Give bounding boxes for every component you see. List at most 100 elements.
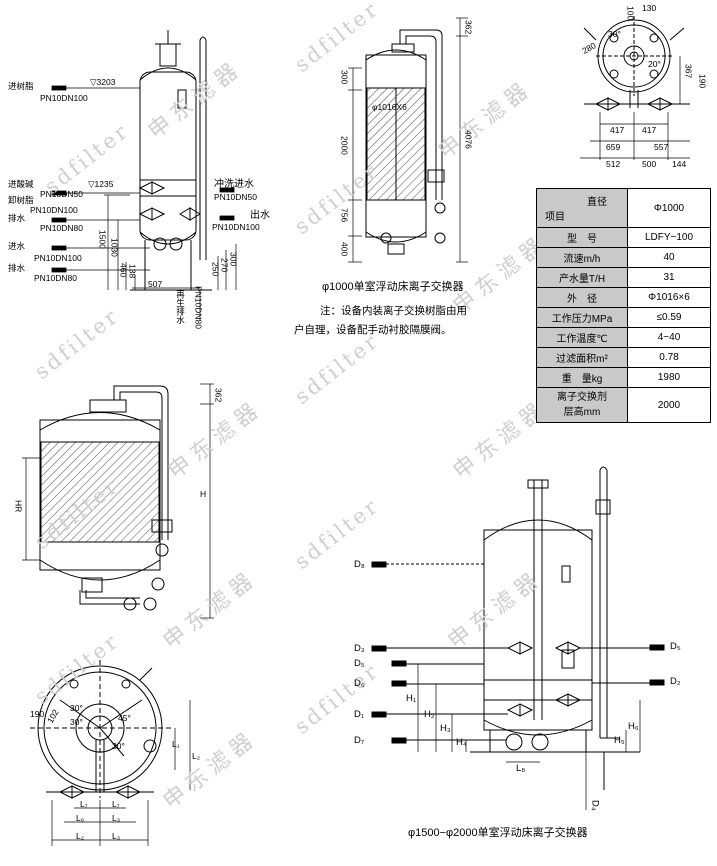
spec-key-last: 离子交换剂 层高mm xyxy=(536,387,628,423)
d2-shell xyxy=(365,54,427,238)
spec-key: 外 径 xyxy=(536,287,628,308)
d2-note-line2: 户自理，设备配手动衬胶隔膜阀。 xyxy=(294,324,452,336)
d5-dim: L₃ xyxy=(112,813,121,823)
d2-dim-lines xyxy=(348,17,468,263)
d4-bottom-head xyxy=(39,559,161,581)
d6-label: H₅ xyxy=(614,735,625,746)
spec-header-bottom: 项目 xyxy=(545,212,565,223)
d6-label: D₅ xyxy=(354,658,365,669)
d2-dim: 362 xyxy=(463,20,474,35)
d1-dim: 1500 xyxy=(97,230,108,249)
d6-caption: φ1500−φ2000单室浮动床离子交换器 xyxy=(408,827,588,839)
d1-dim: 250 xyxy=(210,262,221,277)
d2-bottom-head xyxy=(365,231,427,243)
d4-shell xyxy=(39,419,161,571)
d1-label-level-mid: ▽1235 xyxy=(88,179,114,189)
spec-key: 工作压力MPa xyxy=(536,307,628,328)
d1-label-level-top: ▽3203 xyxy=(90,77,116,87)
d5-dim: L₆ xyxy=(76,813,85,823)
d1-label-in-spec: PN10DN100 xyxy=(34,253,82,263)
spec-header-cell: 直径 项目 xyxy=(536,188,628,228)
spec-key: 产水量T/H xyxy=(536,267,628,288)
d2-note-line1: 注：设备内装离子交换树脂由用 xyxy=(320,305,467,317)
d6-pipe-markers xyxy=(371,561,665,744)
d5-angle: 30° xyxy=(112,741,125,751)
d6-label: H₃ xyxy=(440,723,451,734)
d6-label: D₆ xyxy=(354,678,365,689)
d3-angle: 20° xyxy=(648,59,661,69)
spec-value: Φ1016×6 xyxy=(627,287,711,308)
d4-dim-h: H xyxy=(200,489,207,499)
d3-dim: 557 xyxy=(654,142,669,152)
d6-valves xyxy=(505,641,582,751)
d3-dim: 130 xyxy=(642,3,657,13)
d1-dim: 507 xyxy=(148,279,163,289)
d6-bottom-head xyxy=(483,719,593,736)
d3-dim: 512 xyxy=(606,159,621,169)
d2-dim: 2000 xyxy=(339,136,350,155)
d1-label-water-out: 出水 xyxy=(250,210,270,221)
d6-label: H₁ xyxy=(406,693,417,704)
d6-label: D₅ xyxy=(670,641,681,652)
d5-dim: L₇ xyxy=(112,799,120,809)
spec-header-top: 直径 xyxy=(587,197,607,208)
d6-sight-glass xyxy=(561,565,571,583)
drawing-5-plan-view xyxy=(30,660,191,846)
spec-value: 31 xyxy=(627,267,711,288)
d3-dim: 190 xyxy=(697,74,708,89)
d1-label-drain: 排水 xyxy=(8,213,26,223)
d3-dim: 659 xyxy=(606,142,621,152)
d1-label-flush-in: 冲洗进水 xyxy=(214,179,254,190)
d1-label-spec-dn80: PN10DN80 xyxy=(40,223,83,233)
d2-shell-size: φ1016X6 xyxy=(372,102,407,112)
d1-label-water-in: 进水 xyxy=(8,241,26,251)
spec-value: 2000 xyxy=(627,387,711,423)
spec-key-last-line1: 离子交换剂 xyxy=(557,392,607,403)
drawing-2-floating-bed xyxy=(348,17,468,263)
d1-label-regen-spec: PN10DN80 xyxy=(193,286,204,329)
drawing-3-plan-view xyxy=(580,16,690,160)
d6-label: D₁ xyxy=(354,709,365,720)
d1-shell xyxy=(139,71,197,241)
d5-dim: 190 xyxy=(30,709,45,719)
drawing-4-general-elevation xyxy=(22,383,214,619)
d2-caption: φ1000单室浮动床离子交换器 xyxy=(322,281,464,293)
d1-dim-lines xyxy=(104,194,237,320)
d3-dim: 367 xyxy=(683,64,694,79)
d1-label-spec-dn50: PN10DN50 xyxy=(40,189,83,199)
d2-dim: 300 xyxy=(339,70,350,85)
d5-dim: L₁ xyxy=(172,739,180,749)
d3-angle: 30° xyxy=(608,29,621,39)
d4-dim-hr: HR xyxy=(13,500,24,513)
spec-value: 0.78 xyxy=(627,347,711,368)
spec-key: 过滤面积m² xyxy=(536,347,628,368)
d5-dim-lines xyxy=(51,700,191,846)
d3-dim: 144 xyxy=(672,159,687,169)
d5-dim: L₃ xyxy=(112,831,121,841)
d1-label-acid-alkali-in: 进酸碱 xyxy=(8,179,34,189)
d6-label: D₄ xyxy=(589,800,601,811)
d5-dim: L₂ xyxy=(192,751,201,761)
spec-key: 重 量kg xyxy=(536,367,628,388)
d2-top-head xyxy=(365,49,427,61)
spec-value: 4−40 xyxy=(627,327,711,348)
d1-label-out-spec: PN10DN100 xyxy=(212,222,260,232)
d3-dim: 100 xyxy=(625,6,636,21)
spec-key: 流速m/h xyxy=(536,247,628,268)
d4-dim-lines xyxy=(22,383,214,619)
spec-value: LDFY−100 xyxy=(627,227,711,248)
spec-value: ≤0.59 xyxy=(627,307,711,328)
d1-dim: 460 xyxy=(118,263,129,278)
d4-top-head xyxy=(39,412,161,431)
d2-dim: 756 xyxy=(339,208,350,223)
d6-label: H₆ xyxy=(628,721,639,732)
d5-angle: 45° xyxy=(118,713,131,723)
spec-key-last-line2: 层高mm xyxy=(563,407,601,418)
d6-top-head xyxy=(483,519,593,541)
d6-label: L₈ xyxy=(516,763,526,774)
drawing-6-large-vessel xyxy=(371,466,665,810)
spec-key: 型 号 xyxy=(536,227,628,248)
d1-top-nozzle xyxy=(159,43,177,67)
d5-angle: 30° xyxy=(70,703,83,713)
d1-top-head xyxy=(139,67,197,81)
